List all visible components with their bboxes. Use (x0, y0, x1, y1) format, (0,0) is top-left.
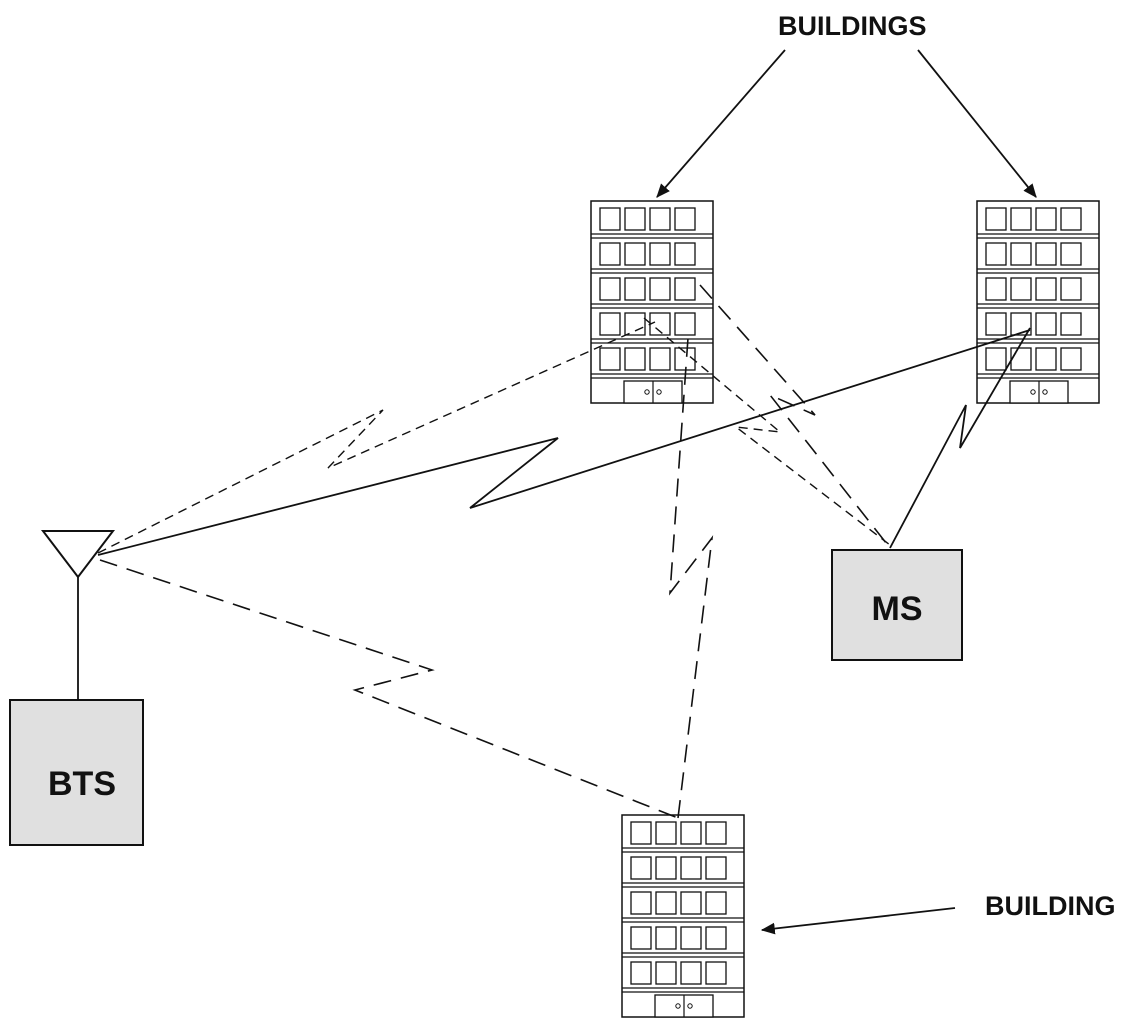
window (655, 821, 677, 845)
window (624, 207, 646, 231)
building-icon (590, 200, 714, 404)
window (985, 207, 1007, 231)
window (630, 926, 652, 950)
window (674, 242, 696, 266)
window (1060, 347, 1082, 371)
door-knob (1030, 389, 1036, 395)
window (1060, 277, 1082, 301)
signal-path-window-to-ms (699, 284, 891, 549)
signal-path-reflect-ms (889, 327, 1031, 549)
window (1010, 207, 1032, 231)
window (674, 312, 696, 336)
building-icon (976, 200, 1100, 404)
ms-label: MS (872, 590, 923, 628)
window (1035, 242, 1057, 266)
ms-box (831, 549, 963, 661)
signal-path-bts-to-bottom (99, 559, 679, 819)
building-outline (621, 814, 745, 1018)
window (630, 821, 652, 845)
window (624, 347, 646, 371)
window (1010, 242, 1032, 266)
door-knob (644, 389, 650, 395)
buildings-arrow-right (917, 49, 1037, 198)
signal-path-upper-left (97, 321, 656, 554)
bts-label: BTS (48, 765, 116, 803)
window (624, 242, 646, 266)
window (705, 926, 727, 950)
buildings-label: BUILDINGS (778, 11, 927, 41)
signal-path-left-bldg-to-ms (643, 317, 891, 546)
window (705, 891, 727, 915)
building-icon (621, 814, 745, 1018)
window (599, 347, 621, 371)
window (624, 277, 646, 301)
bts-box (9, 699, 144, 846)
window (680, 891, 702, 915)
building-outline (590, 200, 714, 404)
window (599, 312, 621, 336)
building-outline (976, 200, 1100, 404)
door-knob (675, 1003, 681, 1009)
window (630, 891, 652, 915)
window (649, 347, 671, 371)
window (599, 207, 621, 231)
signal-path-bottom-to-top (669, 337, 714, 819)
window (1010, 312, 1032, 336)
window (680, 856, 702, 880)
window (680, 926, 702, 950)
door-knob (687, 1003, 693, 1009)
window (655, 856, 677, 880)
window (985, 347, 1007, 371)
window (705, 961, 727, 985)
window (1035, 347, 1057, 371)
window (705, 856, 727, 880)
window (630, 856, 652, 880)
window (599, 277, 621, 301)
building-arrow (760, 907, 956, 935)
buildings-arrow-left (656, 49, 786, 198)
window (1035, 277, 1057, 301)
window (1035, 312, 1057, 336)
window (985, 277, 1007, 301)
window (1010, 277, 1032, 301)
antenna-icon (40, 530, 116, 579)
window (1035, 207, 1057, 231)
window (655, 961, 677, 985)
window (985, 242, 1007, 266)
door-knob (1042, 389, 1048, 395)
window (705, 821, 727, 845)
signal-path-direct (97, 329, 1031, 556)
window (985, 312, 1007, 336)
window (1010, 347, 1032, 371)
window (1060, 312, 1082, 336)
window (630, 961, 652, 985)
window (655, 891, 677, 915)
window (599, 242, 621, 266)
window (624, 312, 646, 336)
window (655, 926, 677, 950)
window (649, 207, 671, 231)
window (649, 242, 671, 266)
window (674, 207, 696, 231)
door-knob (656, 389, 662, 395)
window (649, 277, 671, 301)
window (1060, 242, 1082, 266)
building-label: BUILDING (985, 891, 1116, 921)
window (680, 961, 702, 985)
window (1060, 207, 1082, 231)
window (680, 821, 702, 845)
window (674, 277, 696, 301)
